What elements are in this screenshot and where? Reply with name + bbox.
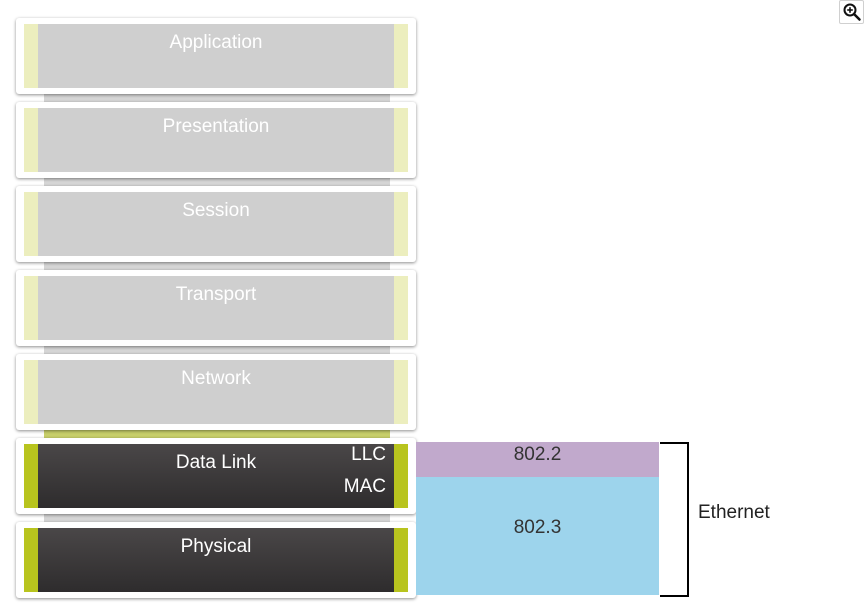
layer-label: Physical bbox=[180, 536, 252, 557]
layer-label: Transport bbox=[175, 284, 257, 305]
layer-body bbox=[24, 276, 408, 340]
layer-session: Session bbox=[16, 186, 416, 262]
layer-presentation: Presentation bbox=[16, 102, 416, 178]
ethernet-label: Ethernet bbox=[698, 502, 770, 523]
layer-connector bbox=[44, 92, 390, 102]
layer-connector bbox=[44, 512, 390, 522]
layer-body bbox=[24, 108, 408, 172]
layer-network: Network bbox=[16, 354, 416, 430]
layer-label: Session bbox=[182, 200, 250, 221]
zoom-in-icon bbox=[843, 3, 861, 21]
layer-connector bbox=[44, 344, 390, 354]
layer-label: Presentation bbox=[162, 116, 270, 137]
zoom-button[interactable] bbox=[839, 0, 864, 24]
layer-body bbox=[24, 528, 408, 592]
sublayer-mac-label: MAC bbox=[343, 476, 386, 497]
layer-transport: Transport bbox=[16, 270, 416, 346]
layer-connector bbox=[44, 260, 390, 270]
layer-label: Data Link bbox=[175, 452, 257, 473]
layer-application: Application bbox=[16, 18, 416, 94]
standard-802-2-box: 802.2 bbox=[416, 442, 659, 477]
sublayer-llc-label: LLC bbox=[351, 444, 386, 465]
layer-body bbox=[24, 444, 408, 508]
layer-body bbox=[24, 192, 408, 256]
layer-label: Network bbox=[181, 368, 251, 389]
layer-connector bbox=[44, 176, 390, 186]
layer-label: Application bbox=[169, 32, 263, 53]
layer-body bbox=[24, 360, 408, 424]
layer-physical: Physical bbox=[16, 522, 416, 598]
ethernet-bracket bbox=[660, 442, 689, 597]
layer-data-link: Data Link LLC MAC bbox=[16, 438, 416, 514]
layer-body bbox=[24, 24, 408, 88]
standard-802-3-box: 802.3 bbox=[416, 477, 659, 595]
layer-connector bbox=[44, 428, 390, 438]
